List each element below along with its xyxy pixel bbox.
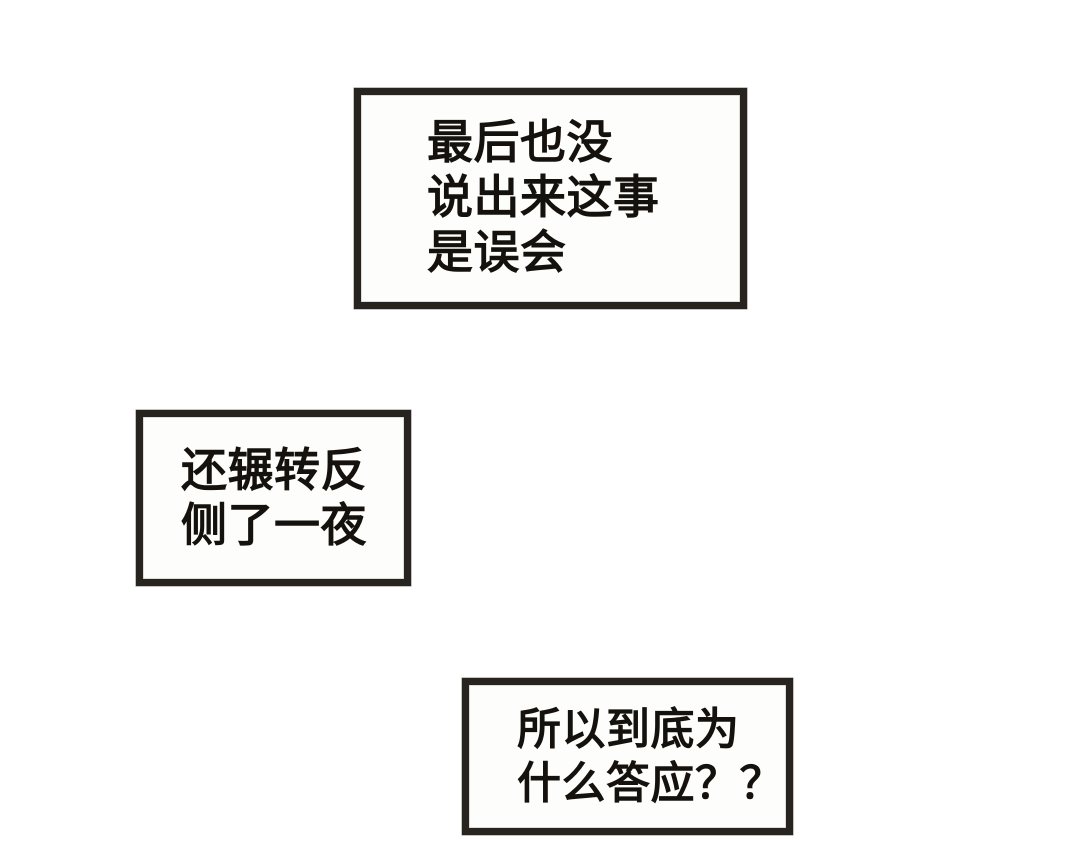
speech-panel-3-line-1: 所以到底为 xyxy=(517,704,740,754)
speech-panel-2: 还辗转反 侧了一夜 xyxy=(136,410,411,586)
speech-panel-1-text: 最后也没 说出来这事 是误会 xyxy=(361,115,740,280)
speech-panel-2-line-1: 还辗转反 xyxy=(181,444,367,496)
speech-panel-2-line-2: 侧了一夜 xyxy=(181,499,367,551)
speech-panel-3-text: 所以到底为 什么答应？？ xyxy=(469,703,786,811)
speech-panel-2-text: 还辗转反 侧了一夜 xyxy=(143,443,404,553)
speech-panel-1-line-2: 说出来这事 xyxy=(427,171,660,223)
speech-panel-3: 所以到底为 什么答应？？ xyxy=(462,678,793,835)
speech-panel-1: 最后也没 说出来这事 是误会 xyxy=(354,88,747,309)
speech-panel-1-line-1: 最后也没 xyxy=(427,116,613,168)
speech-panel-1-line-3: 是误会 xyxy=(427,226,567,278)
speech-panel-3-line-2: 什么答应？？ xyxy=(517,758,784,808)
